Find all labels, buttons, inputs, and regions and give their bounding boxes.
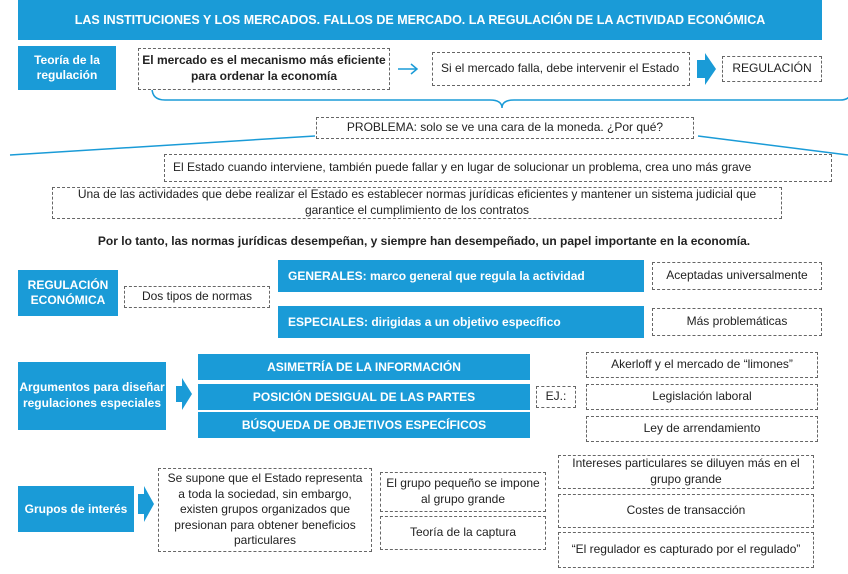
costes-box: Costes de transacción xyxy=(558,494,814,528)
actividades-box: Una de las actividades que debe realizar… xyxy=(52,187,782,219)
ejemplo-box: Legislación laboral xyxy=(586,384,818,410)
grupos-label: Grupos de interés xyxy=(18,486,134,532)
intereses-box: Intereses particulares se diluyen más en… xyxy=(558,455,814,489)
page-title: LAS INSTITUCIONES Y LOS MERCADOS. FALLOS… xyxy=(18,0,822,40)
teoria-label: Teoría de la regulación xyxy=(18,46,116,90)
ejemplo-box: Akerloff y el mercado de “limones” xyxy=(586,352,818,378)
regulacion-economica-label: REGULACIÓN ECONÓMICA xyxy=(18,270,118,316)
generales-box: GENERALES: marco general que regula la a… xyxy=(278,260,644,292)
supone-box: Se supone que el Estado representa a tod… xyxy=(158,468,372,552)
brace-curve xyxy=(151,87,848,109)
argumentos-label: Argumentos para diseñar regulaciones esp… xyxy=(18,362,166,430)
captura-box: Teoría de la captura xyxy=(380,516,546,550)
ej-label: EJ.: xyxy=(536,386,576,408)
estado-falla-box: El Estado cuando interviene, también pue… xyxy=(164,154,832,182)
diagonal-line-left xyxy=(9,135,316,156)
conclusion-text: Por lo tanto, las normas jurídicas desem… xyxy=(97,234,751,248)
tipos-box: Dos tipos de normas xyxy=(124,286,270,308)
regulacion-box: REGULACIÓN xyxy=(722,56,822,82)
ejemplo-box: Ley de arrendamiento xyxy=(586,416,818,442)
block-arrow-icon xyxy=(176,378,192,410)
capturado-box: “El regulador es capturado por el regula… xyxy=(558,532,814,568)
problematicas-box: Más problemáticas xyxy=(652,308,822,336)
falla-box: Si el mercado falla, debe intervenir el … xyxy=(432,52,690,86)
problema-box: PROBLEMA: solo se ve una cara de la mone… xyxy=(316,117,694,139)
argumento-item: BÚSQUEDA DE OBJETIVOS ESPECÍFICOS xyxy=(198,412,530,438)
block-arrow-icon xyxy=(138,486,154,522)
argumento-item: ASIMETRÍA DE LA INFORMACIÓN xyxy=(198,354,530,380)
especiales-box: ESPECIALES: dirigidas a un objetivo espe… xyxy=(278,306,644,338)
argumento-item: POSICIÓN DESIGUAL DE LAS PARTES xyxy=(198,384,530,410)
block-arrow-icon xyxy=(697,53,716,85)
diagonal-line-right xyxy=(697,135,848,156)
arrow-right-icon xyxy=(398,63,419,75)
pequeno-box: El grupo pequeño se impone al grupo gran… xyxy=(380,472,546,512)
aceptadas-box: Aceptadas universalmente xyxy=(652,262,822,290)
mercado-box: El mercado es el mecanismo más eficiente… xyxy=(138,48,390,90)
